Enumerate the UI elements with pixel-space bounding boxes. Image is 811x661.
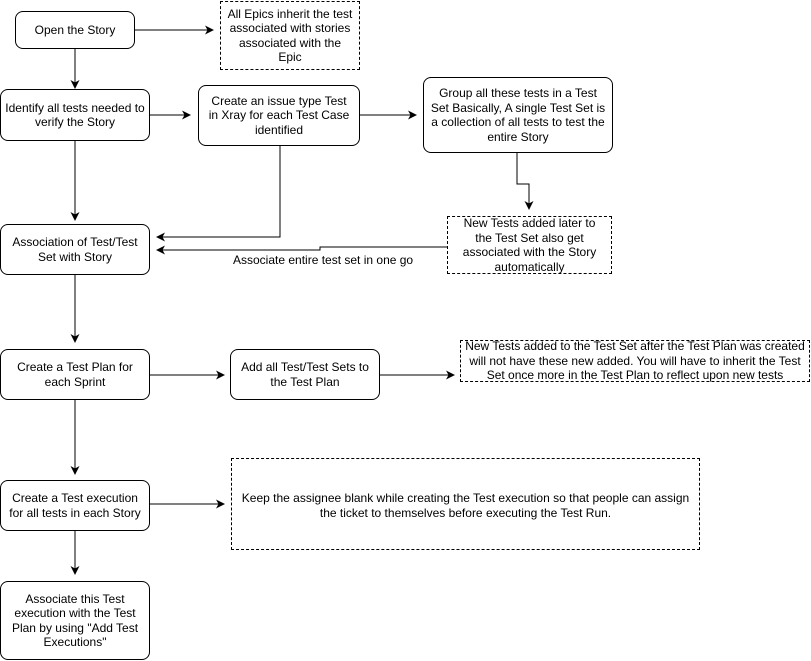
node-create-test-plan: Create a Test Plan for each Sprint: [0, 349, 150, 400]
node-identify-tests: Identify all tests needed to verify the …: [0, 89, 150, 141]
edge-label-associate-entire-test-set: Associate entire test set in one go: [233, 253, 414, 267]
node-associate-execution-with-plan: Associate this Test execution with the T…: [0, 581, 150, 660]
edge-create-issue-to-association: [156, 146, 281, 242]
node-group-tests-in-test-set: Group all these tests in a Test Set Basi…: [423, 77, 613, 153]
note-keep-assignee-blank: Keep the assignee blank while creating t…: [231, 458, 700, 550]
node-create-test-execution: Create a Test execution for all tests in…: [0, 480, 150, 531]
node-open-the-story: Open the Story: [15, 11, 135, 49]
note-new-tests-added-later: New Tests added later to the Test Set al…: [447, 216, 612, 274]
node-create-issue-type-test: Create an issue type Test in Xray for ea…: [198, 85, 360, 146]
note-plan-inherit-test-set: New Tests added to the Test Set after th…: [460, 339, 810, 382]
edge-group-to-new-tests-note: [516, 153, 534, 210]
note-epics-inherit: All Epics inherit the test associated wi…: [220, 1, 360, 70]
node-association-test-set-story: Association of Test/Test Set with Story: [0, 224, 150, 275]
node-add-test-sets-to-plan: Add all Test/Test Sets to the Test Plan: [230, 349, 380, 400]
edge-new-tests-note-to-association: [156, 245, 447, 255]
